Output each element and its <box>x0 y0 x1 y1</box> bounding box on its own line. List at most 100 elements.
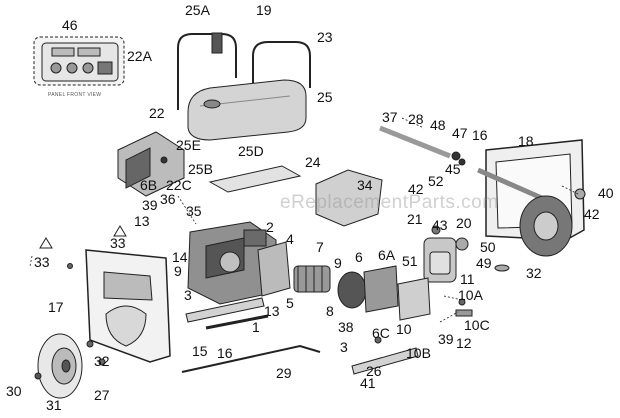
callout-10a: 10A <box>458 287 483 303</box>
callout-46: 46 <box>62 17 78 33</box>
callout-43: 43 <box>432 217 448 233</box>
callout-15: 15 <box>192 343 208 359</box>
callout-28: 28 <box>408 111 424 127</box>
callout-2: 2 <box>266 219 274 235</box>
callout-40: 40 <box>598 185 614 201</box>
callout-23: 23 <box>317 29 333 45</box>
callout-39a: 39 <box>142 197 158 213</box>
callout-42a: 42 <box>408 181 424 197</box>
callout-25a: 25A <box>185 2 210 18</box>
callout-5: 5 <box>286 295 294 311</box>
callout-19: 19 <box>256 2 272 18</box>
leader-lines <box>29 117 579 323</box>
callout-35: 35 <box>186 203 202 219</box>
callout-47: 47 <box>452 125 468 141</box>
wheel-left <box>37 333 83 399</box>
callout-37: 37 <box>382 109 398 125</box>
callout-14: 14 <box>172 249 188 265</box>
base-rails <box>181 297 419 375</box>
bolt <box>458 298 466 306</box>
washer <box>455 237 469 251</box>
callout-32a: 32 <box>526 265 542 281</box>
callout-36: 36 <box>160 191 176 207</box>
callout-29: 29 <box>276 365 292 381</box>
control-panel <box>117 131 185 197</box>
callout-41: 41 <box>360 375 376 391</box>
callout-42b: 42 <box>584 206 600 222</box>
washer <box>574 188 586 200</box>
callout-6c: 6C <box>372 325 390 341</box>
callout-13a: 13 <box>134 213 150 229</box>
warning-triangle-icon <box>39 237 53 249</box>
callout-9a: 9 <box>174 263 182 279</box>
callout-25b: 25B <box>188 161 213 177</box>
callout-52: 52 <box>428 173 444 189</box>
callout-50: 50 <box>480 239 496 255</box>
callout-39b: 39 <box>438 331 454 347</box>
callout-34: 34 <box>357 177 373 193</box>
warning-triangle-icon <box>113 225 127 237</box>
engine <box>187 221 277 305</box>
stator <box>337 271 367 309</box>
callout-13b: 13 <box>264 303 280 319</box>
callout-24: 24 <box>305 154 321 170</box>
callout-6a: 6A <box>378 247 396 263</box>
callout-27: 27 <box>94 387 110 403</box>
callout-7: 7 <box>316 239 324 255</box>
muffler-shield <box>315 169 383 227</box>
callout-3a: 3 <box>184 287 192 303</box>
callout-22a: 22A <box>127 48 152 64</box>
callout-9b: 9 <box>334 255 342 271</box>
base-tray <box>208 165 302 193</box>
callout-45: 45 <box>445 161 461 177</box>
fuel-cap <box>211 32 223 54</box>
callout-11: 11 <box>460 271 475 287</box>
callout-6: 6 <box>355 249 363 265</box>
bolt <box>374 336 382 344</box>
callout-21: 21 <box>407 211 423 227</box>
axle-rod <box>379 125 466 166</box>
callout-10: 10 <box>396 321 412 337</box>
callout-8: 8 <box>326 303 334 319</box>
callout-33a: 33 <box>110 235 126 251</box>
panel-caption: PANEL FRONT VIEW <box>48 92 102 98</box>
rotor <box>293 265 331 293</box>
callout-51: 51 <box>402 253 418 269</box>
bolt <box>431 225 441 235</box>
callout-49: 49 <box>476 255 492 271</box>
callout-12: 12 <box>456 335 472 351</box>
callout-22c: 22C <box>166 177 192 193</box>
callout-48: 48 <box>430 117 446 133</box>
callout-3b: 3 <box>340 339 348 355</box>
callout-16: 16 <box>472 127 488 143</box>
callout-32b: 32 <box>94 353 110 369</box>
wheel-right <box>519 195 573 257</box>
callout-25: 25 <box>317 89 333 105</box>
callout-26: 26 <box>366 363 382 379</box>
callout-25d: 25D <box>238 143 264 159</box>
fuel-tank <box>187 79 307 141</box>
side-panel <box>85 249 171 363</box>
fan-housing <box>257 241 291 297</box>
callout-20: 20 <box>456 215 472 231</box>
callout-25e: 25E <box>176 137 201 153</box>
frame-handles <box>177 33 311 110</box>
callout-16b: 16 <box>217 345 233 361</box>
muffler <box>423 237 457 283</box>
washer <box>494 264 510 272</box>
bolt <box>67 263 73 269</box>
callout-6b: 6B <box>140 177 158 193</box>
panel-front-view <box>33 36 125 86</box>
end-bell <box>363 265 399 313</box>
bolt <box>86 340 94 348</box>
bolt <box>98 358 106 366</box>
callout-31: 31 <box>46 397 62 413</box>
axle-nut <box>34 372 42 380</box>
end-cover <box>397 277 431 321</box>
callout-22: 22 <box>149 105 165 121</box>
callout-38: 38 <box>338 319 354 335</box>
watermark: eReplacementParts.com <box>280 192 499 213</box>
callout-30: 30 <box>6 383 22 399</box>
